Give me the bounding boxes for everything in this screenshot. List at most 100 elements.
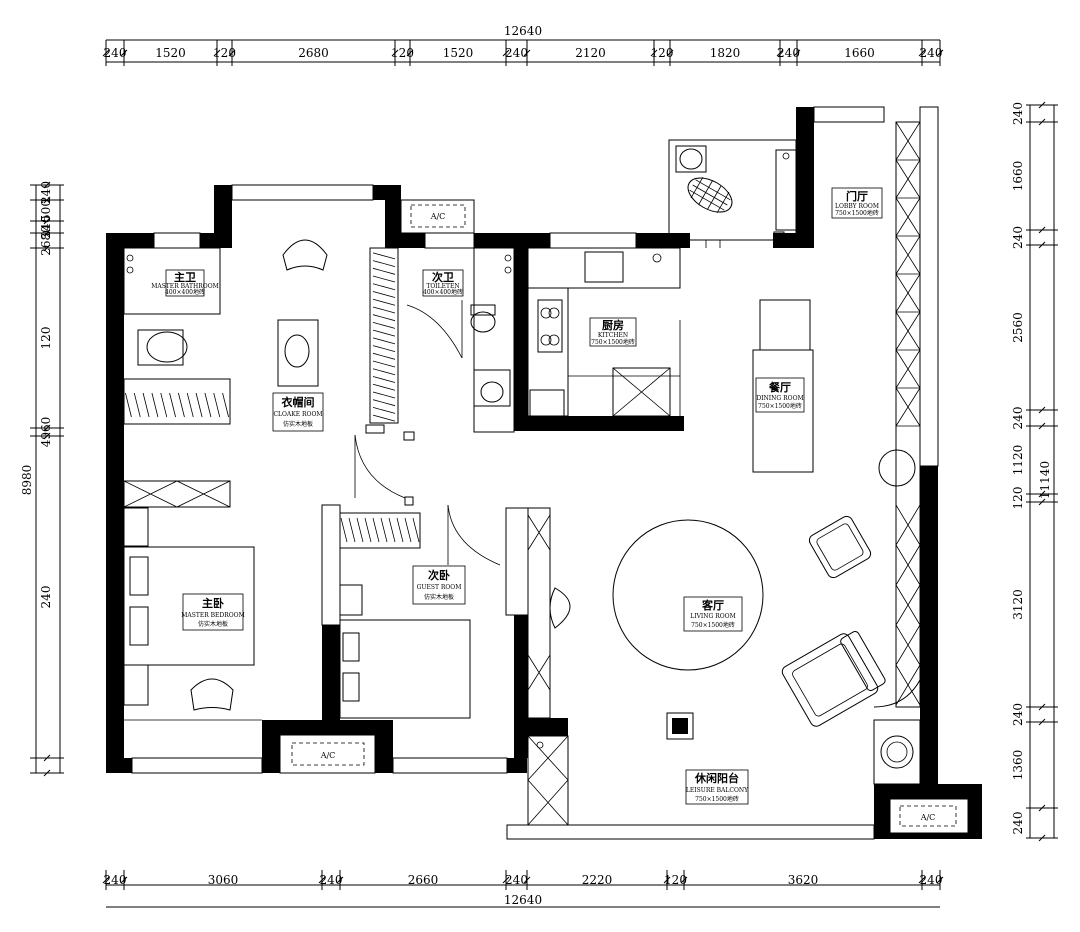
ac-units: A/C A/C A/C: [279, 199, 969, 834]
top-dim-slash: [120, 49, 128, 57]
svg-text:客厅: 客厅: [701, 598, 724, 612]
right-dim-label: 120: [1011, 487, 1025, 510]
svg-text:LOBBY ROOM: LOBBY ROOM: [835, 203, 879, 210]
right-dim-slash: [1038, 241, 1046, 249]
svg-text:DINING ROOM: DINING ROOM: [756, 395, 803, 402]
right-dim-slash: [1038, 226, 1046, 234]
lobby-fixtures: [668, 139, 797, 248]
guest-bath-fixtures: [406, 247, 515, 433]
bottom-dim-label: 2220: [582, 873, 613, 887]
top-dim-slash: [918, 49, 926, 57]
hanger: [372, 337, 396, 345]
left-dim-label: 120: [39, 327, 53, 350]
right-dim-label: 240: [1011, 703, 1025, 726]
right-dim-label: 240: [1011, 407, 1025, 430]
hanger: [364, 517, 372, 543]
left-dim-slash: [43, 432, 51, 440]
right-dim-label: 2560: [1011, 312, 1025, 343]
bottom-dim-slash: [336, 876, 344, 884]
left-dim-slash: [43, 181, 51, 189]
svg-text:LEISURE BALCONY: LEISURE BALCONY: [686, 787, 749, 794]
top-dim-slash: [793, 49, 801, 57]
top-dim-slash: [102, 49, 110, 57]
hanger: [372, 275, 396, 283]
svg-text:餐厅: 餐厅: [768, 380, 791, 394]
hanger: [151, 392, 159, 418]
left-dim-slash: [43, 244, 51, 252]
ac-label-3: A/C: [920, 813, 936, 822]
hanger: [372, 517, 380, 543]
top-dim-label: 240: [104, 46, 127, 60]
left-dim-slash: [43, 769, 51, 777]
top-dim-slash: [228, 49, 236, 57]
top-dim-slash: [666, 49, 674, 57]
room-label-balcony: 休闲阳台 LEISURE BALCONY 750×1500地砖: [685, 769, 749, 805]
room-label-master-bedroom: 主卧 MASTER BEDROOM 仿实木地板: [181, 593, 245, 631]
bottom-dim-label: 3060: [208, 873, 239, 887]
master-bath-fixtures: [123, 247, 231, 508]
bottom-dim-label: 120: [664, 873, 687, 887]
hanger: [380, 517, 388, 543]
hanger: [348, 517, 356, 543]
svg-text:衣帽间: 衣帽间: [282, 395, 315, 409]
right-dim-slash: [1038, 498, 1046, 506]
hanger: [372, 360, 396, 368]
hanger: [213, 392, 221, 418]
svg-text:KITCHEN: KITCHEN: [598, 332, 628, 339]
hanger: [142, 392, 150, 418]
right-dim-label: 240: [1011, 102, 1025, 125]
bottom-dim-slash: [102, 876, 110, 884]
svg-text:MASTER BATHROOM: MASTER BATHROOM: [151, 283, 219, 290]
hanger: [372, 314, 396, 322]
hanger: [356, 517, 364, 543]
svg-text:750×1500地砖: 750×1500地砖: [695, 795, 739, 803]
svg-text:LIVING ROOM: LIVING ROOM: [690, 613, 736, 620]
top-dim-label: 1520: [155, 46, 186, 60]
hanger: [372, 298, 396, 306]
ac-label-1: A/C: [430, 212, 446, 221]
hanger: [396, 517, 404, 543]
right-total-dim: 11140: [1038, 461, 1052, 499]
right-dim-label: 1120: [1011, 445, 1025, 476]
hanger: [372, 267, 396, 275]
left-dim-slash: [43, 196, 51, 204]
hanger: [372, 291, 396, 298]
hanger: [169, 392, 176, 418]
hanger: [372, 407, 396, 414]
left-dim-slash: [43, 217, 51, 225]
top-dim-label: 240: [920, 46, 943, 60]
hanger: [222, 392, 229, 418]
svg-text:400×400地砖: 400×400地砖: [423, 288, 463, 296]
svg-text:MASTER BEDROOM: MASTER BEDROOM: [181, 612, 245, 619]
top-dim-label: 2120: [575, 46, 606, 60]
bottom-dim-slash: [502, 876, 510, 884]
top-dim-label: 1820: [710, 46, 741, 60]
hanger: [178, 392, 185, 418]
windows: [131, 106, 939, 840]
left-dim-label: 2680: [39, 225, 53, 256]
bottom-dim-label: 2660: [408, 873, 439, 887]
bottom-dim-slash: [918, 876, 926, 884]
top-dim-slash: [406, 49, 414, 57]
bottom-dim-label: 240: [920, 873, 943, 887]
guest-bedroom-furniture: [321, 496, 571, 719]
svg-text:主卫: 主卫: [174, 270, 196, 284]
top-dim-label: 1660: [844, 46, 875, 60]
left-dim-label: 240: [39, 586, 53, 609]
top-dim-slash: [213, 49, 221, 57]
room-label-lobby: 门厅 LOBBY ROOM 750×1500地砖: [831, 187, 883, 219]
top-dim-label: 120: [213, 46, 236, 60]
cloak-room-fixtures: [277, 239, 415, 499]
hanger: [388, 517, 396, 543]
room-label-dining: 餐厅 DINING ROOM 750×1500地砖: [755, 377, 805, 413]
room-labels: 主卫 MASTER BATHROOM 400×400地砖 次卫 TOILETEN…: [151, 187, 883, 805]
room-label-guest-bath: 次卫 TOILETEN 400×400地砖: [422, 269, 464, 297]
left-total-dim: 8980: [20, 465, 34, 496]
hanger: [372, 345, 396, 352]
svg-text:次卧: 次卧: [428, 568, 450, 582]
right-dim-slash: [1038, 703, 1046, 711]
top-dim-slash: [650, 49, 658, 57]
